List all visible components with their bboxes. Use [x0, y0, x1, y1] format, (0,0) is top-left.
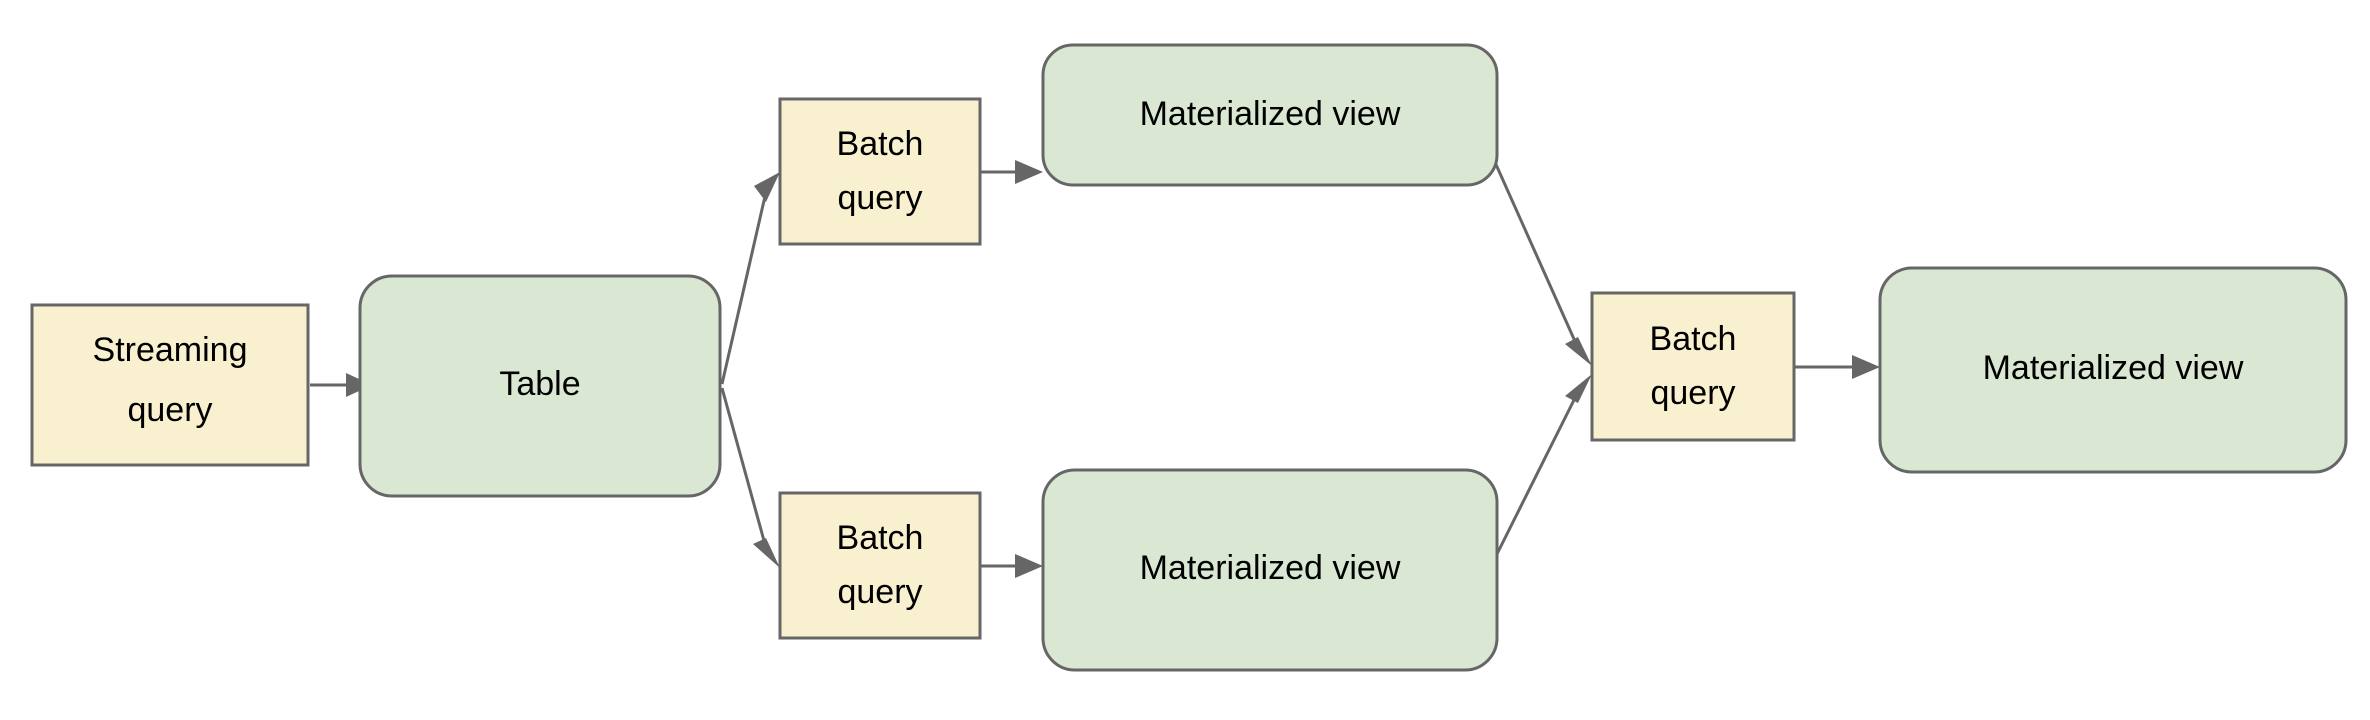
node-batch-query-merge-label-line1: Batch: [1650, 320, 1737, 358]
edge-table-to-batch-bottom: [720, 387, 780, 568]
node-materialized-view-top[interactable]: Materialized view: [1041, 43, 1499, 187]
edge-batch-bottom-to-mv-bottom-arrowhead: [1015, 554, 1043, 578]
edge-batch-top-to-mv-top: [980, 160, 1043, 184]
node-materialized-view-final-shape[interactable]: [1878, 266, 2348, 474]
edge-mv-top-to-batch-merge-arrowhead: [1565, 337, 1592, 366]
node-batch-query-top-shape[interactable]: [778, 97, 982, 246]
edge-mv-bottom-to-batch-merge: [1492, 374, 1592, 561]
node-streaming-query-label-line2: query: [127, 391, 212, 429]
node-materialized-view-final-label: Materialized view: [1983, 349, 2244, 387]
node-batch-query-merge-shape[interactable]: [1590, 291, 1796, 442]
edge-mv-top-to-batch-merge: [1492, 159, 1592, 366]
node-batch-query-bottom-shape[interactable]: [778, 491, 982, 640]
node-batch-query-merge[interactable]: Batch query: [1590, 291, 1796, 442]
edge-layer: [310, 159, 1880, 578]
edge-batch-bottom-to-mv-bottom: [980, 554, 1043, 578]
node-table-label: Table: [499, 365, 580, 403]
node-materialized-view-top-shape[interactable]: [1041, 43, 1499, 187]
node-batch-query-top[interactable]: Batch query: [778, 97, 982, 246]
node-batch-query-top-label-line2: query: [837, 179, 922, 217]
edge-table-to-batch-top-arrowhead: [754, 172, 780, 202]
node-materialized-view-top-label: Materialized view: [1140, 95, 1401, 133]
edge-batch-top-to-mv-top-arrowhead: [1015, 160, 1043, 184]
node-batch-query-bottom-label-line1: Batch: [837, 519, 924, 557]
node-streaming-query-shape[interactable]: [30, 303, 310, 467]
node-materialized-view-final[interactable]: Materialized view: [1878, 266, 2348, 474]
edge-table-to-batch-bottom-arrowhead: [753, 538, 780, 568]
node-layer: Streaming query Table Batch query Materi…: [30, 43, 2348, 672]
edge-table-to-batch-bottom-line: [720, 387, 768, 549]
edge-batch-merge-to-mv-final: [1794, 355, 1880, 379]
edge-mv-top-to-batch-merge-line: [1492, 159, 1580, 349]
node-materialized-view-bottom-shape[interactable]: [1041, 468, 1499, 672]
edge-table-to-batch-top: [720, 172, 780, 385]
node-streaming-query-label-line1: Streaming: [93, 331, 248, 369]
node-batch-query-bottom-label-line2: query: [837, 573, 922, 611]
node-materialized-view-bottom[interactable]: Materialized view: [1041, 468, 1499, 672]
edge-table-to-batch-top-line: [720, 191, 768, 385]
node-table[interactable]: Table: [358, 274, 722, 498]
edge-mv-bottom-to-batch-merge-arrowhead: [1565, 374, 1592, 403]
edge-mv-bottom-to-batch-merge-line: [1492, 391, 1580, 561]
node-batch-query-top-label-line1: Batch: [837, 125, 924, 163]
node-streaming-query[interactable]: Streaming query: [30, 303, 310, 467]
node-batch-query-bottom[interactable]: Batch query: [778, 491, 982, 640]
edge-batch-merge-to-mv-final-arrowhead: [1852, 355, 1880, 379]
node-materialized-view-bottom-label: Materialized view: [1140, 549, 1401, 587]
node-table-shape[interactable]: [358, 274, 722, 498]
node-batch-query-merge-label-line2: query: [1650, 374, 1735, 412]
